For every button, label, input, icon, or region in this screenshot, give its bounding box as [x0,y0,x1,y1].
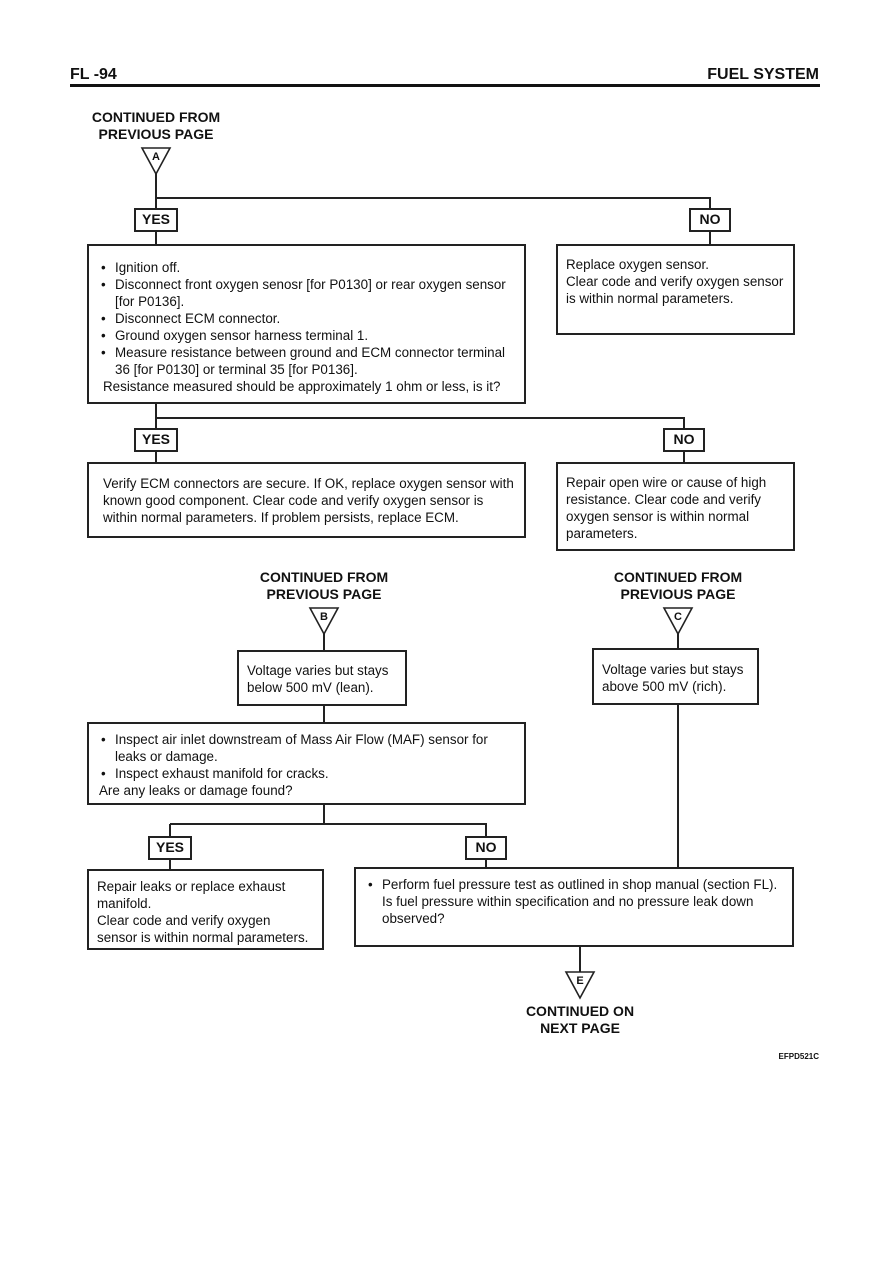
fuel-pressure-test-box: Perform fuel pressure test as outlined i… [354,867,794,947]
connector-a-triangle [140,147,172,176]
step1-check-box: Ignition off. Disconnect front oxygen se… [87,244,526,404]
repair-open-wire-box: Repair open wire or cause of high resist… [556,462,795,551]
figure-code: EFPD521C [778,1052,819,1061]
no-label-2: NO [663,428,705,452]
step1-bullets: Ignition off. Disconnect front oxygen se… [97,259,516,378]
list-item: Disconnect front oxygen senosr [for P013… [97,276,516,310]
fuel-test-question: Is fuel pressure within specification an… [382,894,754,926]
connector-c-triangle [662,607,694,636]
no-label-3: NO [465,836,507,860]
yes-label-3: YES [148,836,192,860]
no-label-1: NO [689,208,731,232]
yes-label-2: YES [134,428,178,452]
replace-sensor-box: Replace oxygen sensor. Clear code and ve… [556,244,795,335]
line-step1-split [155,404,685,428]
connector-b-letter: B [320,611,328,623]
list-item: Disconnect ECM connector. [97,310,516,327]
continued-from-a: CONTINUED FROM PREVIOUS PAGE [91,109,221,142]
list-item: Perform fuel pressure test as outlined i… [364,876,784,893]
inspect-question: Are any leaks or damage found? [99,783,293,798]
yes-label-1: YES [134,208,178,232]
repair-leaks-box: Repair leaks or replace exhaust manifold… [87,869,324,950]
page-number: FL -94 [70,66,117,83]
voltage-lean-box: Voltage varies but stays below 500 mV (l… [237,650,407,706]
list-item: Ignition off. [97,259,516,276]
connector-b-triangle [308,607,340,636]
connector-c-letter: C [674,611,682,623]
list-item: Ground oxygen sensor harness terminal 1. [97,327,516,344]
continued-on-e: CONTINUED ON NEXT PAGE [525,1003,635,1036]
verify-ecm-box: Verify ECM connectors are secure. If OK,… [87,462,526,538]
header-rule [70,84,820,87]
voltage-rich-box: Voltage varies but stays above 500 mV (r… [592,648,759,705]
fuel-test-bullets: Perform fuel pressure test as outlined i… [364,876,784,893]
continued-from-b: CONTINUED FROM PREVIOUS PAGE [259,569,389,602]
connector-a-letter: A [152,151,160,163]
list-item: Measure resistance between ground and EC… [97,344,516,378]
list-item: Inspect exhaust manifold for cracks. [97,765,516,782]
inspect-bullets: Inspect air inlet downstream of Mass Air… [97,731,516,782]
inspect-leaks-box: Inspect air inlet downstream of Mass Air… [87,722,526,805]
connector-e-triangle [564,971,596,1000]
step1-question: Resistance measured should be approximat… [103,379,501,394]
line-inspect-split [169,805,487,836]
section-title: FUEL SYSTEM [707,66,819,83]
continued-from-c: CONTINUED FROM PREVIOUS PAGE [613,569,743,602]
connector-e-letter: E [576,975,583,987]
list-item: Inspect air inlet downstream of Mass Air… [97,731,516,765]
line-a-split [155,170,711,208]
